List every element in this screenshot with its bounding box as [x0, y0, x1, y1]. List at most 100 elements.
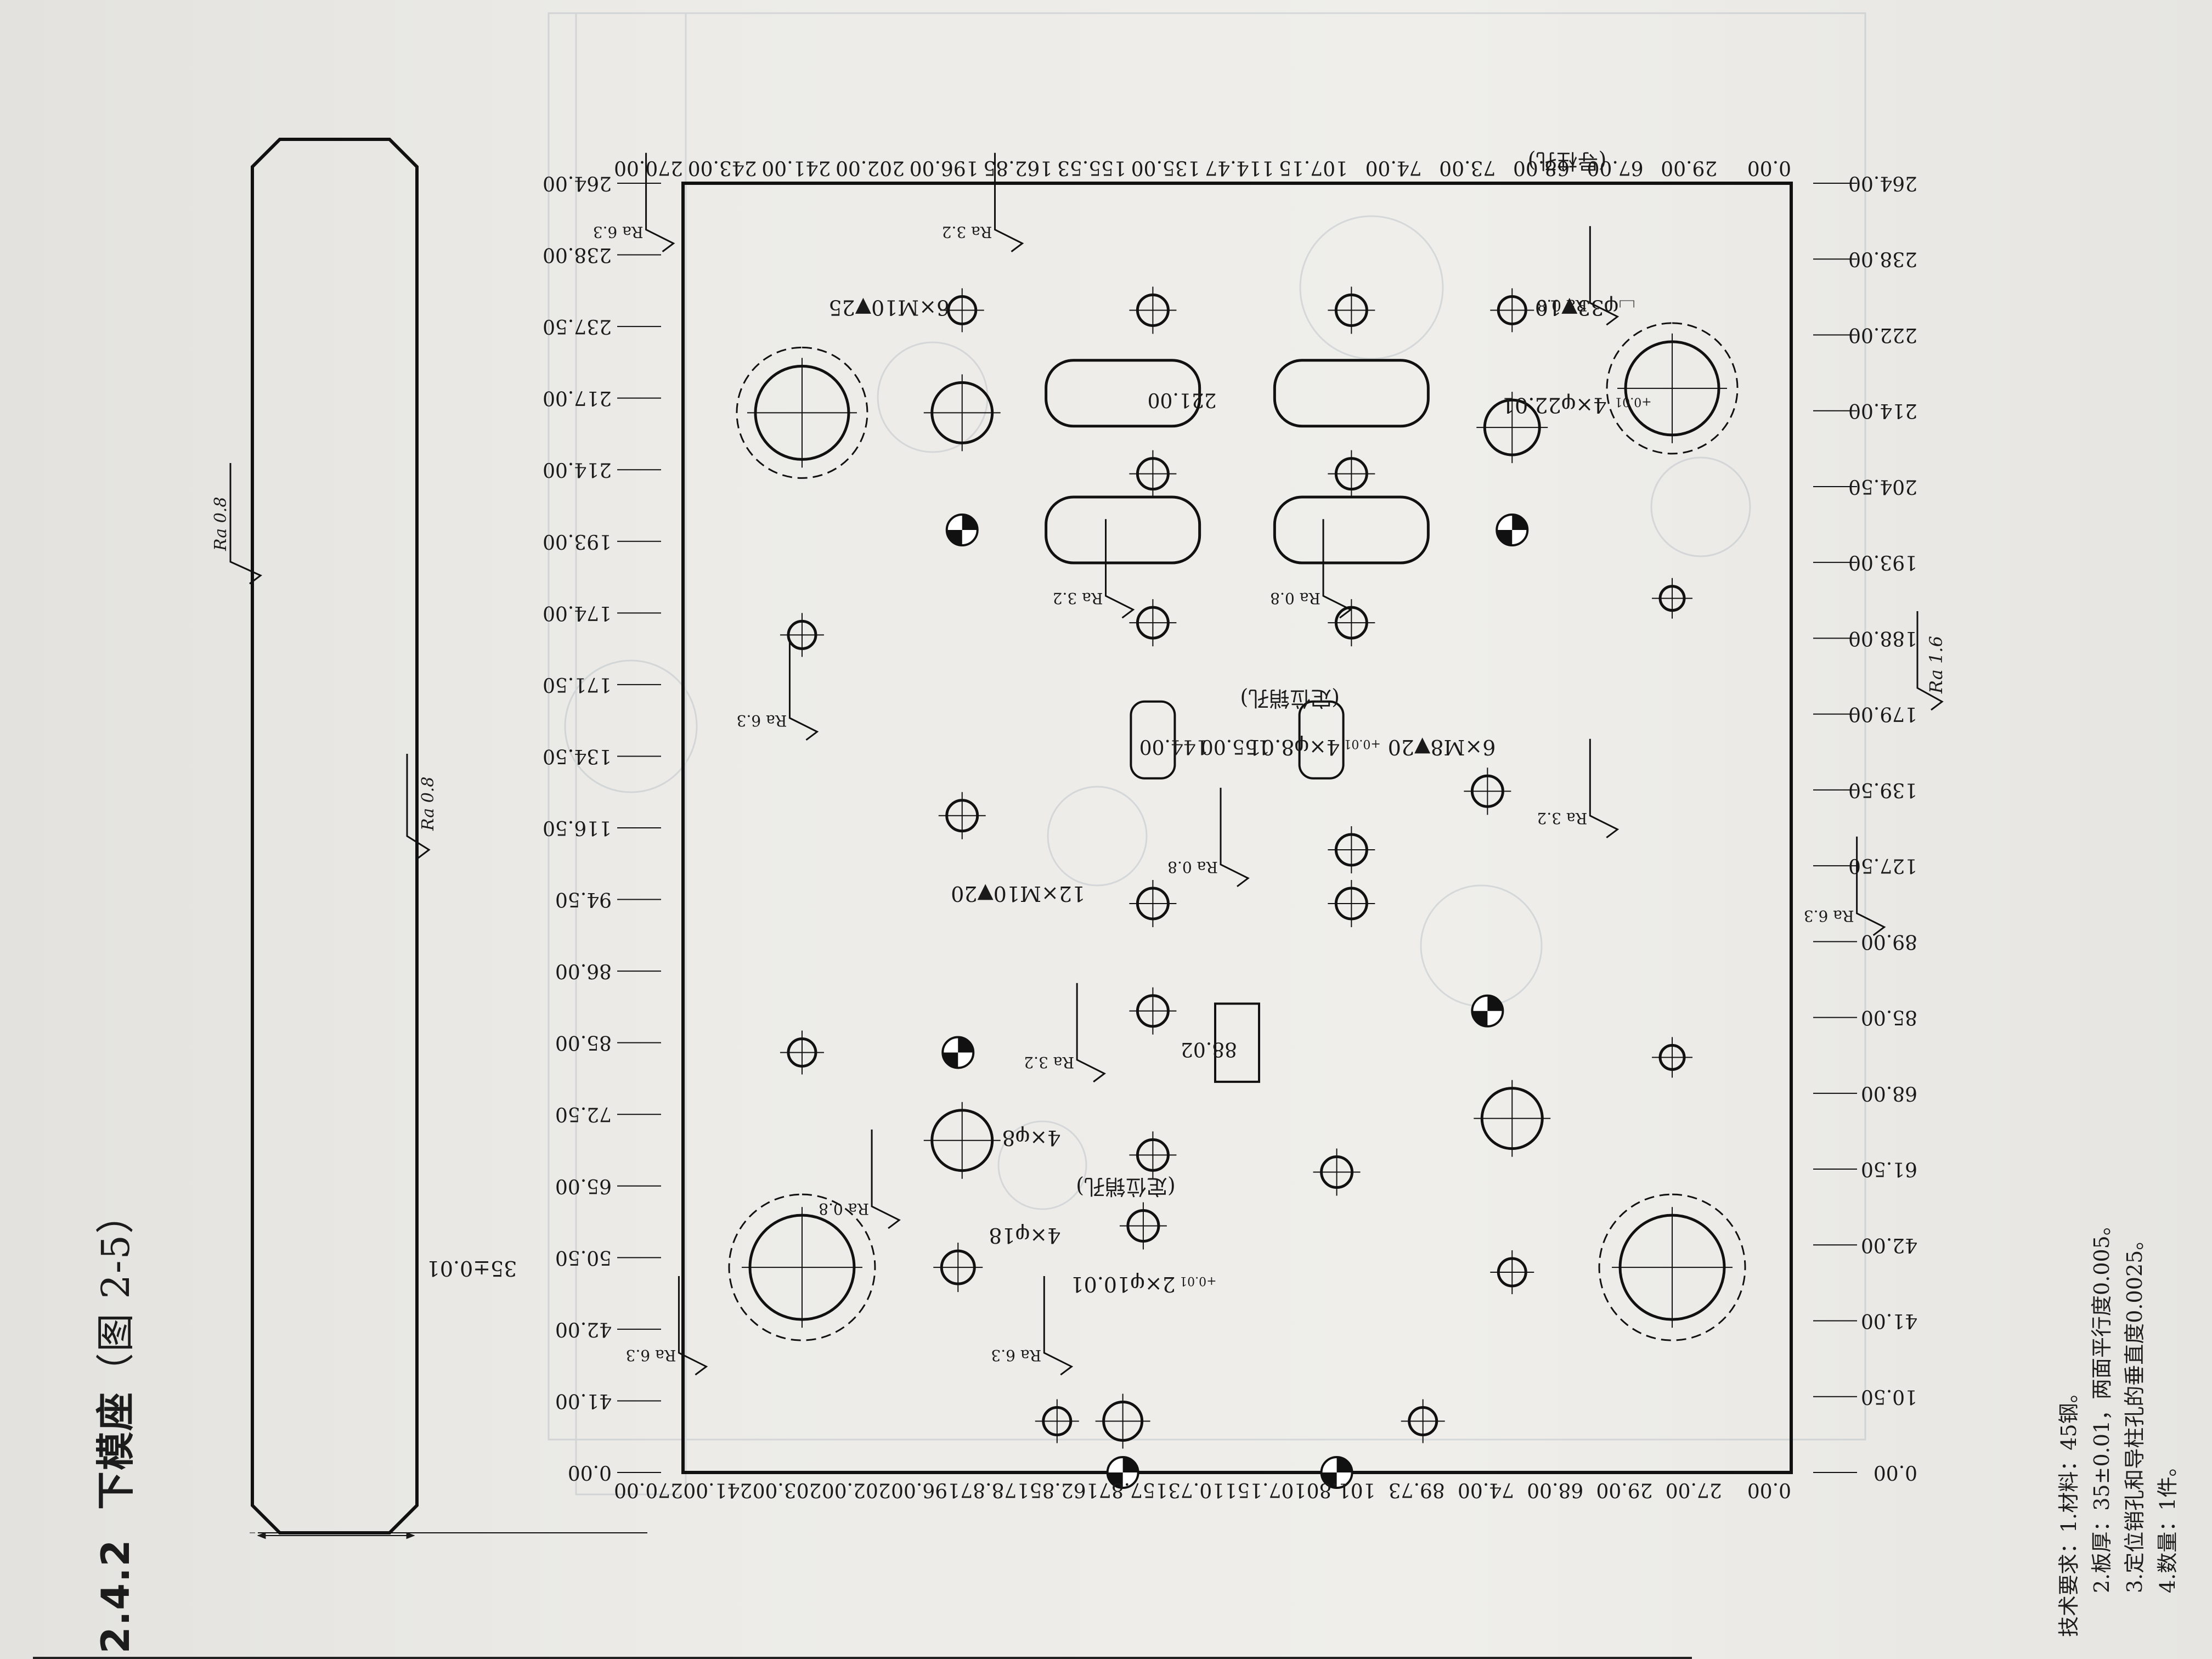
- ra-label: Ra 3.2: [942, 223, 992, 241]
- dim-label: 27.00: [1666, 1479, 1722, 1501]
- dim-label: 155.00: [1201, 735, 1270, 758]
- callout-label: 4×φ18: [989, 1223, 1060, 1248]
- side-view: 35±0.01 Ra 0.8 Ra 0.8: [211, 138, 647, 1539]
- ra-symbol: [788, 641, 819, 741]
- callout-label: 6×M8▼20: [1388, 735, 1496, 759]
- req-item: 4.数量：1件。: [2155, 1455, 2180, 1593]
- callout-label: 2×φ10.01: [1070, 1272, 1175, 1296]
- dim-label: 72.50: [555, 1103, 612, 1125]
- dim-label: 179.00: [1848, 703, 1917, 725]
- dim-label: 243.00: [688, 156, 757, 179]
- dim-label: 155.53: [1057, 156, 1126, 179]
- ra-label: Ra 3.2: [1537, 809, 1587, 827]
- ra-symbol: [1105, 519, 1135, 619]
- ra-symbol: [1076, 983, 1106, 1083]
- dim-label: 214.00: [543, 458, 612, 481]
- dim-label: 68.00: [1861, 1082, 1917, 1104]
- ra-label: Ra 6.3: [593, 223, 644, 241]
- dim-label: 86.00: [555, 960, 612, 982]
- req-heading: 技术要求：1.材料：45钢。: [2057, 1382, 2081, 1637]
- dim-label: 127.50: [1848, 854, 1917, 877]
- dim-label: 89.73: [1389, 1479, 1445, 1501]
- datum-fill: [1497, 530, 1513, 546]
- dim-label: 29.00: [1661, 156, 1717, 179]
- dim-label: 73.00: [1439, 156, 1496, 179]
- datum-fill: [943, 1052, 958, 1068]
- dim-label: 29.00: [1596, 1479, 1652, 1501]
- dim-label: 88.02: [1181, 1037, 1237, 1060]
- dim-label: 202.00: [836, 156, 905, 179]
- callout-label: (定位销孔): [1076, 1175, 1176, 1199]
- ra-general: Ra 1.6: [1926, 636, 1946, 694]
- callout-label: 4×φ8.01: [1248, 735, 1340, 759]
- datum-fill: [958, 1037, 974, 1053]
- ra-label: Ra 6.3: [626, 1346, 676, 1364]
- dim-label: 107.15: [1237, 1479, 1306, 1501]
- callout-label: (导柱孔): [1528, 149, 1607, 173]
- dim-label: 270.00: [614, 156, 683, 179]
- dim-label: 214.00: [1848, 399, 1917, 422]
- callout-label: 12×M10▼20: [951, 882, 1085, 906]
- dim-label: 237.50: [543, 315, 612, 337]
- dim-label: 68.00: [1513, 156, 1570, 179]
- dim-label: 241.00: [761, 156, 831, 179]
- pocket: [1298, 700, 1345, 780]
- svg-text:Ra 0.8: Ra 0.8: [419, 777, 438, 831]
- dim-label: 264.00: [543, 172, 612, 194]
- datum-fill: [1107, 1472, 1123, 1488]
- tolerance-label: +0.01: [1615, 395, 1651, 409]
- ra-symbol: [994, 153, 1024, 252]
- callout-label: ⌴φ33▼10: [1535, 296, 1635, 320]
- counterbore-circle: [1598, 1193, 1746, 1341]
- ra-label: Ra 0.8: [819, 1200, 869, 1218]
- counterbore-circle: [1606, 322, 1739, 455]
- ra-mark-side-top: Ra 0.8: [211, 463, 262, 585]
- ra-symbol: [871, 1129, 901, 1229]
- datum-fill: [946, 530, 962, 546]
- dim-label: 85.00: [1861, 1006, 1917, 1029]
- datum-fill: [1122, 1457, 1138, 1472]
- dim-label: 171.50: [543, 673, 612, 696]
- dim-label: 221.00: [1148, 388, 1217, 411]
- dim-label: 135.00: [1131, 156, 1200, 179]
- ra-label: Ra 3.2: [1024, 1053, 1074, 1071]
- dim-label: 178.87: [960, 1479, 1029, 1501]
- req-item: 2.板厚：35±0.01，两面平行度0.005。: [2090, 1215, 2114, 1593]
- pocket: [1130, 700, 1176, 780]
- counterbore-circle: [728, 1193, 876, 1341]
- ra-label: Ra 0.8: [1270, 589, 1321, 607]
- dim-label: 89.00: [1861, 930, 1917, 952]
- ra-symbol: [1589, 738, 1620, 838]
- ra-label: Ra 6.3: [1804, 907, 1854, 925]
- dim-label: 196.00: [891, 1479, 960, 1501]
- datum-fill: [1487, 995, 1503, 1011]
- dim-label: 193.00: [543, 530, 612, 552]
- dim-label: 162.85: [983, 156, 1052, 179]
- dim-label: 203.00: [753, 1479, 822, 1501]
- dim-label: 116.50: [543, 816, 612, 839]
- dim-label: 74.00: [1458, 1479, 1514, 1501]
- dim-label: 222.00: [1848, 323, 1917, 346]
- dim-label: 42.00: [555, 1318, 612, 1340]
- ra-label: Ra 3.2: [1053, 589, 1103, 607]
- slot: [1273, 359, 1430, 428]
- dim-label: 162.85: [1030, 1479, 1099, 1501]
- tolerance-label: +0.01: [1180, 1274, 1216, 1288]
- datum-fill: [1321, 1472, 1337, 1488]
- dim-label: 110.73: [1168, 1479, 1237, 1501]
- req-item: 3.定位销孔和导柱孔的垂直度0.0025。: [2123, 1229, 2147, 1593]
- dim-label: 270.00: [614, 1479, 683, 1501]
- drawing-notes: Ra 1.6: [1916, 611, 1946, 711]
- dim-label: 65.00: [555, 1175, 612, 1197]
- ra-symbol: [645, 153, 675, 252]
- datum-fill: [962, 515, 978, 531]
- ra-symbol: [1322, 519, 1352, 619]
- dim-label: 0.00: [1747, 1479, 1791, 1501]
- dim-label: 114.47: [1205, 156, 1274, 179]
- dim-label: 50.50: [555, 1246, 612, 1268]
- dim-label: 264.00: [1848, 172, 1917, 194]
